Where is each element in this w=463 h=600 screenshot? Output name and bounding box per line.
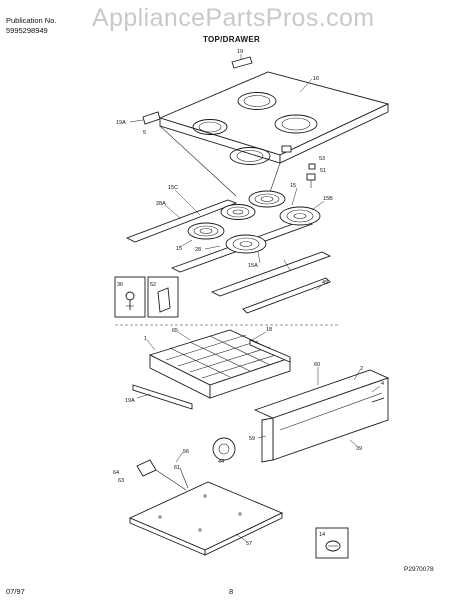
- callout-5: 5: [143, 130, 146, 136]
- callout-63: 63: [118, 478, 124, 484]
- inset-box-clip: [147, 276, 179, 318]
- callout-14: 14: [319, 532, 325, 538]
- callout-36: 36: [117, 282, 123, 288]
- callout-1: 1: [144, 336, 147, 342]
- callout-44: 44: [218, 459, 224, 465]
- callout-19a-drawer: 19A: [125, 398, 135, 404]
- publication-label: Publication No.: [6, 16, 57, 25]
- callout-49: 49: [322, 280, 328, 286]
- callout-56: 56: [183, 449, 189, 455]
- bottom-hardware: [136, 459, 189, 491]
- front-trim-bar: [242, 277, 331, 314]
- callout-labels: 19 16 19A 5 53 51 15C 15 15B 28A 15 28 1…: [113, 49, 384, 547]
- callout-28: 28: [195, 247, 201, 253]
- bottom-panel: [128, 481, 284, 556]
- drawer-slide-left: [132, 384, 193, 410]
- callout-64: 64: [113, 470, 119, 476]
- terminal-hardware: [281, 145, 316, 188]
- publication-number: 5995298949: [6, 26, 48, 35]
- callout-15a: 15A: [248, 263, 258, 269]
- drawer-body: [253, 369, 390, 463]
- callout-4: 4: [381, 381, 384, 387]
- broiler-rack: [148, 329, 292, 399]
- leader-lines: [129, 54, 381, 542]
- surface-elements: [187, 190, 321, 254]
- callout-19a-left: 19A: [116, 120, 126, 126]
- footer-date: 07/97: [6, 587, 25, 596]
- callout-28a: 28A: [156, 201, 166, 207]
- callout-16: 16: [313, 76, 319, 82]
- drawing-id: P2970078: [404, 566, 434, 573]
- cooktop-top: [142, 56, 390, 199]
- diagram-title: TOP/DRAWER: [202, 35, 261, 44]
- callout-53: 53: [319, 156, 325, 162]
- inset-box-terminal: [114, 276, 146, 318]
- drawer-slide-right: [249, 339, 291, 363]
- callout-15c: 15C: [168, 185, 178, 191]
- inset-box-hardware: [315, 527, 349, 559]
- callout-19-top: 19: [237, 49, 243, 55]
- callout-15-left: 15: [176, 246, 182, 252]
- callout-52: 52: [150, 282, 156, 288]
- watermark: AppliancePartsPros.com: [92, 4, 375, 32]
- callout-15-right: 15: [290, 183, 296, 189]
- callout-57: 57: [246, 541, 252, 547]
- footer-page-number: 8: [229, 587, 234, 596]
- callout-39: 39: [356, 446, 362, 452]
- callout-2: 2: [360, 366, 363, 372]
- callout-15b: 15B: [323, 196, 333, 202]
- callout-60: 60: [314, 362, 320, 368]
- callout-65: 65: [172, 328, 178, 334]
- drawer-glide-hardware: [212, 437, 236, 461]
- callout-18: 18: [266, 327, 272, 333]
- callout-59: 59: [249, 436, 255, 442]
- callout-51: 51: [320, 168, 326, 174]
- callout-61: 61: [174, 465, 180, 471]
